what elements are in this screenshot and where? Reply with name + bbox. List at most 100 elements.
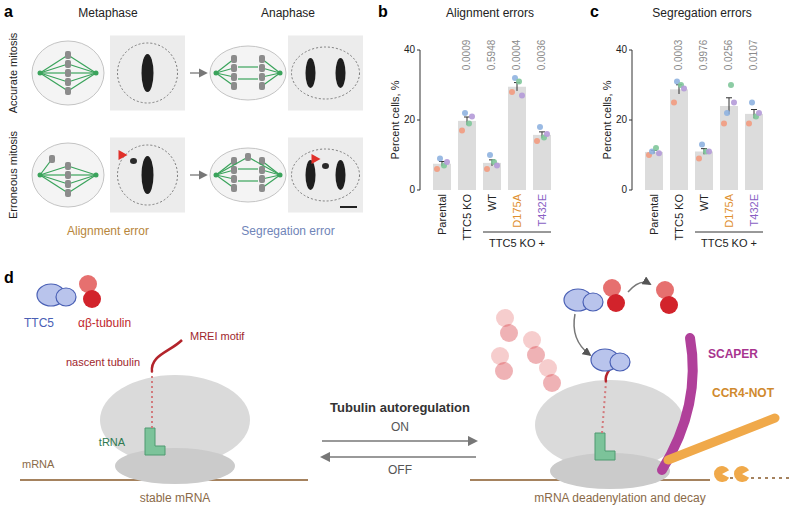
data-point bbox=[437, 156, 443, 162]
bar bbox=[458, 121, 476, 190]
bar bbox=[720, 106, 738, 190]
chromosome bbox=[259, 175, 265, 183]
bar bbox=[745, 114, 763, 190]
spindle-fiber bbox=[68, 175, 96, 193]
spindle-fiber bbox=[68, 73, 96, 91]
data-point bbox=[681, 86, 687, 92]
off-arrow bbox=[322, 456, 476, 458]
spindle-fiber bbox=[40, 166, 68, 175]
data-point bbox=[721, 121, 727, 127]
release-arrow bbox=[628, 282, 650, 292]
nascent-chain bbox=[151, 372, 153, 428]
spindle-pole bbox=[214, 71, 219, 76]
ribosome-small-subunit bbox=[115, 448, 235, 484]
column-title: Metaphase bbox=[78, 7, 137, 21]
data-point bbox=[537, 124, 543, 130]
beta-tubulin bbox=[83, 290, 101, 308]
category-label: WT bbox=[698, 194, 711, 211]
misaligned-chromosome bbox=[130, 158, 137, 164]
chart-title: Segregation errors bbox=[652, 7, 751, 21]
chromosome bbox=[49, 155, 55, 163]
data-point bbox=[728, 82, 734, 88]
spindle-fiber bbox=[40, 175, 68, 193]
chromosome bbox=[231, 166, 237, 174]
error-label: Segregation error bbox=[241, 225, 334, 239]
tick bbox=[417, 120, 420, 121]
category-label: WT bbox=[486, 194, 499, 211]
panel-letter: a bbox=[4, 3, 13, 21]
group-bracket bbox=[695, 232, 763, 233]
tick bbox=[629, 120, 632, 121]
data-point bbox=[484, 166, 490, 172]
data-point bbox=[509, 89, 515, 95]
error-label: Alignment error bbox=[67, 225, 149, 239]
chromosome bbox=[65, 171, 71, 179]
data-point bbox=[462, 110, 468, 116]
data-point bbox=[724, 110, 730, 116]
protein-label: TTC5 bbox=[24, 317, 54, 331]
data-point bbox=[534, 138, 540, 144]
spindle-pole bbox=[278, 173, 283, 178]
data-point bbox=[434, 166, 440, 172]
central-spindle bbox=[238, 66, 258, 67]
data-point bbox=[756, 110, 762, 116]
group-label: TTC5 KO + bbox=[701, 237, 757, 250]
spindle-pole bbox=[214, 173, 219, 178]
ribosome-large-subunit bbox=[535, 380, 685, 470]
p-value: 0.0009 bbox=[461, 40, 473, 71]
deadenylase bbox=[734, 466, 749, 482]
data-point bbox=[699, 142, 705, 148]
chromosome bbox=[65, 180, 71, 188]
data-point bbox=[466, 121, 472, 127]
tick bbox=[629, 190, 632, 191]
data-point bbox=[671, 100, 677, 106]
data-point bbox=[706, 149, 712, 155]
chromosome-plate bbox=[142, 54, 154, 92]
micrograph bbox=[288, 36, 363, 111]
protein-label: αβ-tubulin bbox=[78, 317, 131, 331]
switch-label: OFF bbox=[388, 464, 412, 478]
error-cap bbox=[539, 131, 545, 132]
bar bbox=[508, 87, 526, 190]
tick-label: 40 bbox=[404, 44, 415, 56]
chromosome-plate bbox=[142, 156, 154, 194]
panel-letter: c bbox=[590, 3, 599, 21]
tick-label: 0 bbox=[621, 184, 627, 196]
central-spindle bbox=[238, 180, 258, 181]
data-point bbox=[746, 121, 752, 127]
category-label: D175A bbox=[723, 194, 736, 228]
tick bbox=[417, 50, 420, 51]
arrow bbox=[190, 72, 206, 73]
bar bbox=[695, 152, 713, 191]
data-point bbox=[487, 152, 493, 158]
spindle-fiber bbox=[68, 72, 96, 73]
chromosome bbox=[65, 87, 71, 95]
axis-title: Percent cells, % bbox=[389, 81, 402, 160]
chromosome bbox=[65, 189, 71, 197]
p-value: 0.0256 bbox=[723, 40, 735, 71]
chromosome bbox=[65, 69, 71, 77]
spindle-fiber bbox=[216, 157, 248, 175]
tick-label: 0 bbox=[409, 184, 415, 196]
group-bracket bbox=[483, 232, 551, 233]
panel-a-art bbox=[32, 36, 363, 213]
state-label: stable mRNA bbox=[140, 492, 211, 506]
p-value: 0.0036 bbox=[536, 40, 548, 71]
on-arrow bbox=[322, 440, 476, 442]
spindle-pole bbox=[94, 71, 99, 76]
data-point bbox=[519, 93, 525, 99]
spindle-fiber bbox=[40, 72, 68, 73]
chromosome bbox=[259, 184, 265, 192]
ttc5-shape bbox=[56, 288, 76, 306]
p-value: 0.0107 bbox=[748, 40, 760, 71]
chromosome bbox=[245, 153, 251, 161]
chromosome bbox=[231, 175, 237, 183]
chromosome bbox=[231, 82, 237, 90]
chromosome bbox=[231, 184, 237, 192]
spindle-fiber bbox=[40, 73, 68, 82]
micrograph bbox=[110, 36, 185, 111]
spindle-fiber bbox=[40, 174, 68, 175]
bar bbox=[533, 135, 551, 190]
arrowhead-marker bbox=[119, 150, 128, 160]
